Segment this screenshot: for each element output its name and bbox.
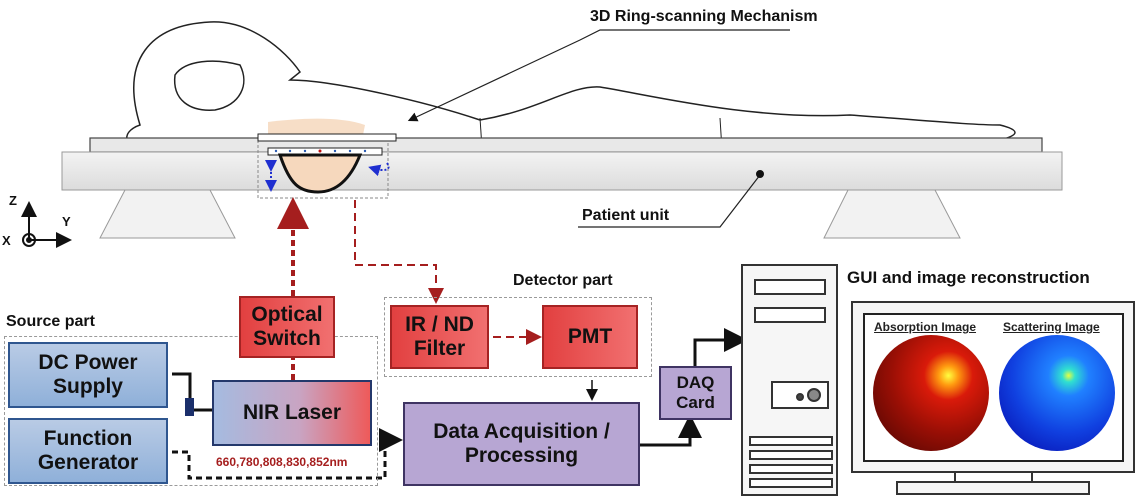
ir-nd-line1: IR / ND — [405, 312, 474, 336]
monitor — [851, 301, 1135, 495]
daq-processing-line1: Data Acquisition / — [433, 419, 610, 443]
ring-callout-line — [407, 29, 790, 122]
bed-leg-left — [99, 189, 236, 239]
scattering-image — [999, 335, 1115, 451]
bed-leg-right — [823, 189, 961, 239]
processing-to-card-arrow — [640, 414, 702, 447]
power-line — [172, 372, 192, 398]
optical-switch-line2: Switch — [253, 327, 321, 350]
absorption-image — [873, 335, 989, 451]
scattering-image-label: Scattering Image — [1003, 320, 1100, 334]
function-gen-trigger-line — [172, 428, 403, 480]
function-gen-line2: Generator — [37, 451, 139, 474]
dc-power-line2: Supply — [52, 375, 123, 398]
gui-label: GUI and image reconstruction — [847, 268, 1090, 287]
patient-unit-label: Patient unit — [582, 207, 670, 224]
detector-part-group — [384, 297, 652, 377]
daq-card-line1: DAQ — [676, 373, 715, 393]
patient-figure — [126, 21, 1016, 151]
bed-base — [61, 151, 1063, 191]
ring-mechanism-label: 3D Ring-scanning Mechanism — [590, 8, 818, 25]
source-part-group — [4, 336, 378, 486]
card-to-computer-arrow — [693, 328, 748, 366]
scanner-to-filter-arrow — [354, 200, 444, 304]
pmt-text: PMT — [567, 324, 613, 348]
nir-laser-block: NIR Laser — [212, 380, 372, 446]
computer-tower — [741, 264, 838, 496]
daq-card-line2: Card — [676, 393, 715, 412]
axis-z-label: Z — [9, 193, 17, 208]
pmt-block: PMT — [542, 305, 638, 369]
wavelength-label: 660,780,808,830,852nm — [216, 455, 348, 469]
ir-nd-line2: Filter — [413, 337, 466, 360]
axis-indicator — [21, 201, 72, 248]
absorption-image-label: Absorption Image — [874, 320, 977, 334]
axis-y-label: Y — [62, 214, 71, 229]
axis-x-label: X — [2, 233, 11, 248]
patient-callout-line — [578, 174, 761, 228]
nir-laser-text: NIR Laser — [242, 400, 342, 424]
connector-icon — [185, 398, 194, 416]
daq-processing-line2: Processing — [464, 444, 579, 467]
source-part-label: Source part — [6, 313, 95, 330]
data-acquisition-block: Data Acquisition /Processing — [403, 402, 640, 486]
ring-scanner — [257, 118, 397, 199]
detector-part-label: Detector part — [513, 272, 613, 289]
function-gen-line1: Function — [43, 426, 133, 450]
optical-switch-line1: Optical — [251, 302, 323, 326]
bed-top — [89, 137, 1043, 153]
patient-callout-dot — [756, 170, 764, 178]
dc-power-line1: DC Power — [38, 350, 138, 374]
